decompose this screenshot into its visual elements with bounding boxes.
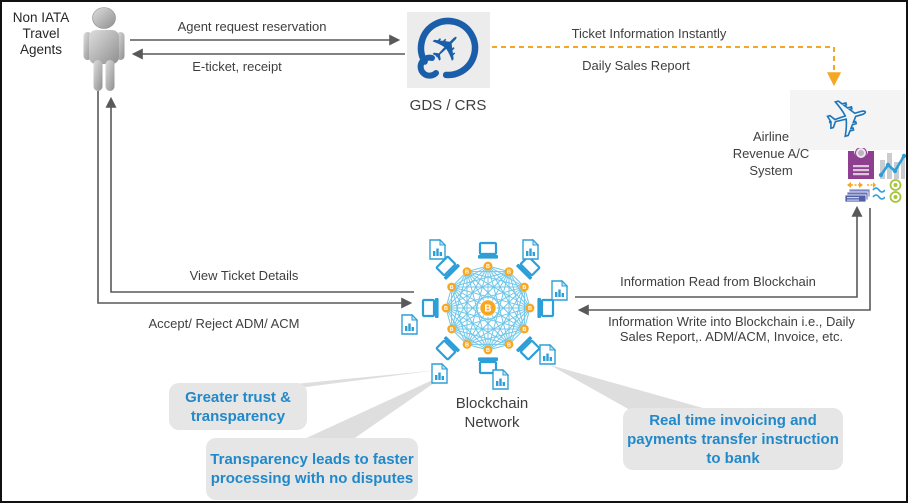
person-icon: [83, 7, 125, 91]
blockchain-mesh: B B B B B B B B B B B B B: [421, 241, 555, 375]
node-symbol: B: [450, 285, 454, 291]
callout-invoicing: Real time invoicing and payments transfe…: [623, 408, 843, 470]
laptop-node-icon: [421, 298, 439, 318]
laptop-node-icon: [516, 336, 541, 361]
blockchain-node-icon: [447, 282, 457, 292]
report-document-icon: [431, 363, 448, 384]
account-ledger-icon: [848, 148, 874, 179]
mesh-link: [445, 307, 525, 330]
mesh-link: [466, 286, 525, 345]
blockchain-node-icon: [483, 345, 493, 355]
blockchain-node-icon: [462, 267, 472, 277]
laptop-node-icon: [537, 298, 555, 318]
gds-label: GDS / CRS: [409, 97, 487, 114]
blockchain-node-icon: [519, 324, 529, 334]
mesh-link: [466, 271, 525, 330]
node-symbol: B: [522, 327, 526, 333]
blockchain-label: Blockchain Network: [455, 395, 529, 431]
flow-daily-sales: Daily Sales Report: [582, 58, 690, 73]
waves-icon: [872, 187, 885, 200]
flow-ticket-info: Ticket Information Instantly: [571, 26, 727, 41]
mesh-link: [451, 328, 489, 351]
mesh-link: [451, 286, 489, 351]
transfer-arrows-icon: [847, 182, 876, 188]
blockchain-node-icon: [447, 324, 457, 334]
report-document-icon: [539, 344, 556, 365]
callout-processing: Transparency leads to faster processing …: [206, 438, 418, 500]
flow-agent-request: Agent request reservation: [177, 19, 327, 34]
mesh-link: [451, 271, 510, 330]
mesh-link: [445, 286, 525, 309]
flow-eticket: E-ticket, receipt: [192, 59, 282, 74]
arrow-accept-reject: [97, 91, 413, 309]
blockchain-node-icon: [441, 303, 451, 313]
callout-trust: Greater trust & transparency: [169, 383, 307, 430]
mesh-link: [451, 286, 468, 345]
laptop-node-icon: [435, 255, 460, 280]
report-document-icon: [429, 239, 446, 260]
arrow-gds-to-airline: [492, 46, 841, 87]
mesh-link: [445, 307, 468, 345]
laptop-node-icon: [516, 255, 541, 280]
arrow-write-blockchain: [577, 208, 871, 316]
node-symbol: B: [507, 342, 511, 348]
laptop-node-icon: [435, 336, 460, 361]
flow-read: Information Read from Blockchain: [620, 274, 816, 289]
mesh-link: [451, 286, 510, 345]
node-symbol: B: [450, 327, 454, 333]
blockchain-node-icon: [504, 339, 514, 349]
laptop-node-icon: [478, 357, 498, 375]
mesh-link: [451, 286, 531, 309]
documents-stack-icon: [844, 188, 871, 203]
blockchain-node-icon: [483, 261, 493, 271]
blockchain-center-node-icon: [479, 299, 497, 317]
node-symbol: B: [484, 304, 491, 315]
mesh-link: [466, 265, 489, 345]
callout-tail: [264, 370, 438, 387]
mesh-link: [466, 271, 489, 351]
blockchain-node-icon: [462, 339, 472, 349]
callout-tail: [302, 372, 450, 440]
mesh-link: [466, 271, 525, 288]
mesh-link: [487, 265, 510, 345]
report-document-icon: [522, 239, 539, 260]
blockchain-node-icon: [519, 282, 529, 292]
node-symbol: B: [522, 285, 526, 291]
mesh-link: [451, 307, 531, 330]
status-circles-icon: [889, 179, 902, 203]
node-symbol: B: [465, 342, 469, 348]
callout-tail: [550, 365, 710, 410]
node-symbol: B: [528, 306, 532, 312]
report-document-icon: [401, 314, 418, 335]
node-symbol: B: [507, 270, 511, 276]
agents-label: Non IATA Travel Agents: [12, 10, 70, 57]
report-document-icon: [551, 280, 568, 301]
node-symbol: B: [486, 264, 490, 270]
svg-text:✈: ✈: [819, 90, 877, 150]
report-document-icon: [492, 369, 509, 390]
mesh-link: [445, 307, 510, 345]
flow-accept-reject: Accept/ Reject ADM/ ACM: [148, 316, 300, 331]
node-symbol: B: [486, 348, 490, 354]
node-symbol: B: [444, 306, 448, 312]
mesh-link: [487, 271, 510, 351]
arrow-view-ticket: [105, 96, 414, 293]
arrow-read-blockchain: [575, 205, 863, 298]
gds-icon: ✈: [407, 12, 490, 88]
blockchain-node-icon: [504, 267, 514, 277]
flow-view-ticket: View Ticket Details: [189, 268, 299, 283]
mesh-link: [445, 271, 468, 309]
analytics-chart-icon: [878, 153, 906, 179]
blockchain-node-icon: [525, 303, 535, 313]
node-symbol: B: [465, 270, 469, 276]
flow-write: Information Write into Blockchain i.e., …: [608, 314, 855, 344]
airline-plane-outline-icon: ✈: [790, 90, 905, 150]
mesh-link: [466, 271, 531, 309]
laptop-node-icon: [478, 241, 498, 259]
airline-label: Airline Revenue A/C System: [732, 129, 810, 178]
mesh-link: [451, 271, 468, 330]
